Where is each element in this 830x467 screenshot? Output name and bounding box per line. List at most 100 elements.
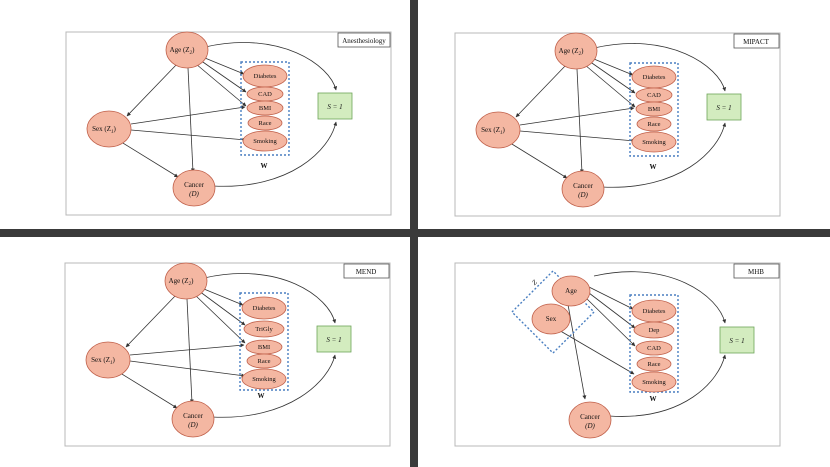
w-items: Diabetes TriGly BMI Race Smoking [241,296,287,390]
svg-text:Dep: Dep [649,327,660,334]
node-sex: Sex (Z1) [85,341,131,379]
panel-label-box [337,32,391,48]
svg-text:Diabetes: Diabetes [643,308,666,315]
svg-text:CAD: CAD [647,345,661,352]
panel-mhb: MHB Z W Age Sex Cancer (D) [454,262,781,447]
w-label: W [261,162,268,170]
svg-text:(D): (D) [188,421,198,429]
svg-text:Age (Z2): Age (Z2) [170,46,196,56]
w-item [631,131,677,153]
panel-mipact: MIPACT W Age (Z2) Sex (Z1) Cancer (D) [454,32,781,217]
node-cancer: Cancer (D) [568,401,612,439]
svg-text:Age: Age [565,287,577,295]
w-item [247,115,283,131]
w-item [241,296,287,320]
w-item [633,321,675,339]
svg-text:Smoking: Smoking [642,139,666,146]
node-sex: Sex [531,303,571,335]
w-items: Diabetes Dep CAD Race Smoking [631,299,677,393]
svg-text:S = 1: S = 1 [729,337,744,345]
w-item [635,340,673,356]
w-item [246,353,282,369]
w-label: W [650,163,657,171]
horizontal-divider [0,229,830,237]
svg-text:Race: Race [258,358,271,365]
node-s1: S = 1 [317,92,353,120]
w-item [636,356,672,372]
panel-label: MIPACT [743,38,770,46]
svg-text:Age (Z2): Age (Z2) [559,47,585,57]
svg-text:Race: Race [648,361,661,368]
z-group-box [510,269,596,355]
svg-text:Sex (Z1): Sex (Z1) [481,126,505,136]
node-s1: S = 1 [706,93,742,121]
edges [556,271,727,417]
node-age: Age (Z2) [164,262,208,300]
svg-text:Cancer: Cancer [573,182,593,190]
svg-text:Smoking: Smoking [252,376,276,383]
svg-text:Diabetes: Diabetes [254,73,277,80]
panel-label-box [733,263,780,279]
w-group-box [239,292,289,391]
node-cancer: Cancer (D) [561,170,605,208]
svg-text:Age (Z2): Age (Z2) [169,277,195,287]
edges [506,43,727,188]
node-s1: S = 1 [316,325,352,353]
svg-text:Sex (Z1): Sex (Z1) [91,356,115,366]
node-sex: Sex (Z1) [86,110,132,148]
node-cancer: Cancer (D) [172,169,216,207]
svg-text:TriGly: TriGly [255,326,273,333]
svg-text:Cancer: Cancer [184,181,204,189]
panel-label-box [733,33,780,49]
svg-text:Sex: Sex [546,315,557,323]
svg-text:Race: Race [259,120,272,127]
w-item [242,130,288,152]
svg-text:(D): (D) [585,422,595,430]
svg-text:CAD: CAD [647,92,661,99]
svg-text:Diabetes: Diabetes [643,74,666,81]
z-group: Z [510,269,596,355]
panel-label: MEND [356,268,377,276]
panel-label-box [343,263,390,279]
svg-text:Cancer: Cancer [183,412,203,420]
svg-text:Cancer: Cancer [580,413,600,421]
w-item [246,100,284,116]
svg-text:BMI: BMI [648,106,660,113]
svg-text:S = 1: S = 1 [326,336,341,344]
w-group-box [240,61,290,156]
node-sex: Sex (Z1) [475,111,521,149]
w-item [241,368,287,390]
node-s1: S = 1 [719,326,755,354]
z-group-label: Z [530,278,538,286]
w-label: W [258,392,265,400]
svg-text:Sex (Z1): Sex (Z1) [92,125,116,135]
node-age: Age [551,275,591,307]
w-item [631,371,677,393]
svg-text:S = 1: S = 1 [716,104,731,112]
svg-text:(D): (D) [578,191,588,199]
panel-anesthesiology: Anesthesiology W Age (Z2) Sex (Z1) [65,31,392,216]
edges [117,42,338,187]
panel-label: MHB [748,268,764,276]
node-cancer: Cancer (D) [171,400,215,438]
svg-text:Smoking: Smoking [253,138,277,145]
w-group-box [629,62,679,157]
svg-text:(D): (D) [189,190,199,198]
w-item [243,320,285,338]
w-item [635,101,673,117]
svg-text:BMI: BMI [258,344,270,351]
node-age: Age (Z2) [554,32,598,70]
svg-text:Race: Race [648,121,661,128]
w-items: Diabetes CAD BMI Race Smoking [242,64,288,152]
panel-frame [454,262,781,447]
panel-mend: MEND W Age (Z2) Sex (Z1) Cancer (D) [64,262,391,447]
svg-text:S = 1: S = 1 [327,103,342,111]
svg-text:CAD: CAD [258,91,272,98]
w-items: Diabetes CAD BMI Race Smoking [631,65,677,153]
svg-text:BMI: BMI [259,105,271,112]
svg-text:Diabetes: Diabetes [253,305,276,312]
w-item [636,116,672,132]
panel-label: Anesthesiology [342,37,386,45]
edges [116,273,337,418]
